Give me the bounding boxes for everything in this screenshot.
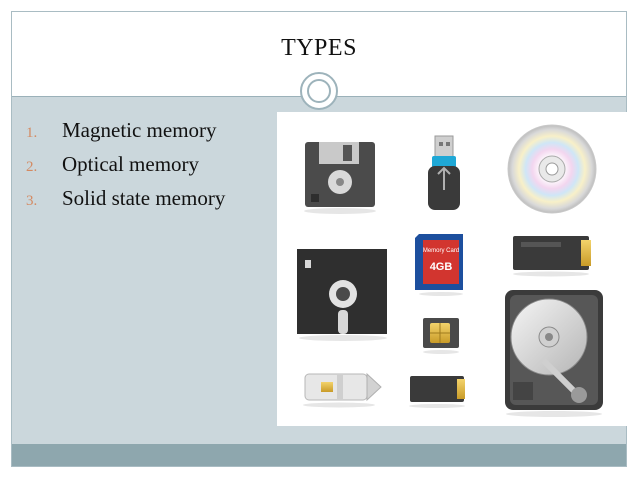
storage-devices-image: Memory Card 4GB [277, 112, 630, 426]
hard-disk-drive-icon [505, 290, 603, 417]
list-number: 2. [26, 159, 38, 175]
sim-card-icon [423, 318, 459, 354]
floppy-disk-5.25-icon [297, 249, 387, 341]
list-number: 3. [26, 193, 38, 209]
sd-card-label: Memory Card [423, 248, 459, 254]
footer-band [12, 444, 626, 466]
sd-card-capacity: 4GB [430, 261, 453, 273]
usb-flash-drive-icon [428, 135, 460, 210]
ring-ornament-icon [300, 72, 338, 110]
micro-sd-card-icon [409, 376, 465, 408]
slide: TYPES 1. Magnetic memory 2. Optical memory… [11, 11, 630, 467]
memory-types-list: 1. Magnetic memory 2. Optical memory 3. Sol… [26, 115, 225, 217]
list-number: 1. [26, 125, 38, 141]
sd-card-icon: Memory Card 4GB [415, 234, 463, 296]
list-item: 1. Magnetic memory [26, 115, 225, 149]
list-item: 2. Optical memory [26, 149, 225, 183]
list-text: Magnetic memory [62, 118, 217, 142]
memory-card-icon [513, 236, 591, 277]
list-item: 3. Solid state memory [26, 183, 225, 217]
list-text: Solid state memory [62, 186, 226, 210]
slide-title: TYPES [281, 35, 357, 61]
floppy-disk-3.5-icon [304, 142, 376, 214]
optical-disc-icon [507, 124, 597, 214]
card-reader-icon [303, 372, 382, 408]
list-text: Optical memory [62, 152, 200, 176]
